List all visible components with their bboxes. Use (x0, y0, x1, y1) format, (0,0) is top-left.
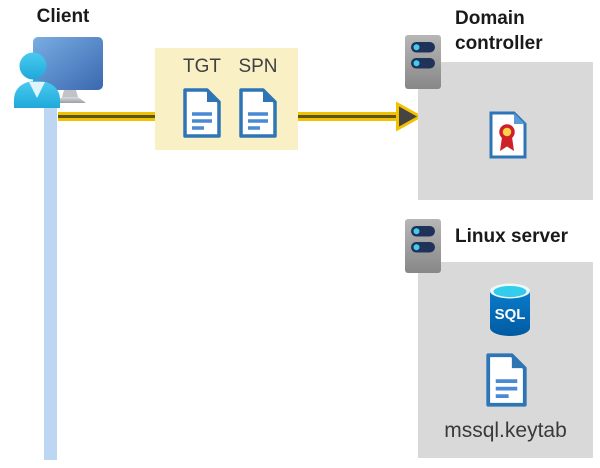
tgt-label: TGT (183, 56, 221, 77)
client-workstation-user-icon (14, 37, 103, 108)
tgt-document-icon (182, 87, 222, 139)
monitor-stand-base (54, 97, 86, 103)
monitor-icon (33, 37, 103, 90)
credentials-box: TGT SPN (155, 48, 298, 150)
user-head-icon (19, 52, 47, 80)
keytab-document-icon (485, 352, 528, 408)
linux-server-label: Linux server (455, 226, 568, 247)
keytab-filename: mssql.keytab (444, 419, 567, 442)
client-label: Client (36, 6, 90, 27)
sql-icon-text: SQL (495, 306, 526, 323)
linux-server-icon (404, 218, 442, 274)
spn-label: SPN (238, 56, 278, 77)
auth-request-arrowhead-icon (396, 101, 423, 132)
user-collar (29, 82, 45, 98)
domain-controller-label: Domain controller (455, 8, 543, 54)
sql-database-icon: SQL (490, 283, 530, 336)
certificate-icon (488, 110, 528, 160)
monitor-stand-neck (62, 90, 78, 97)
client-lifeline (44, 95, 57, 460)
spn-document-icon (238, 87, 278, 139)
domain-controller-server-icon (404, 34, 442, 90)
